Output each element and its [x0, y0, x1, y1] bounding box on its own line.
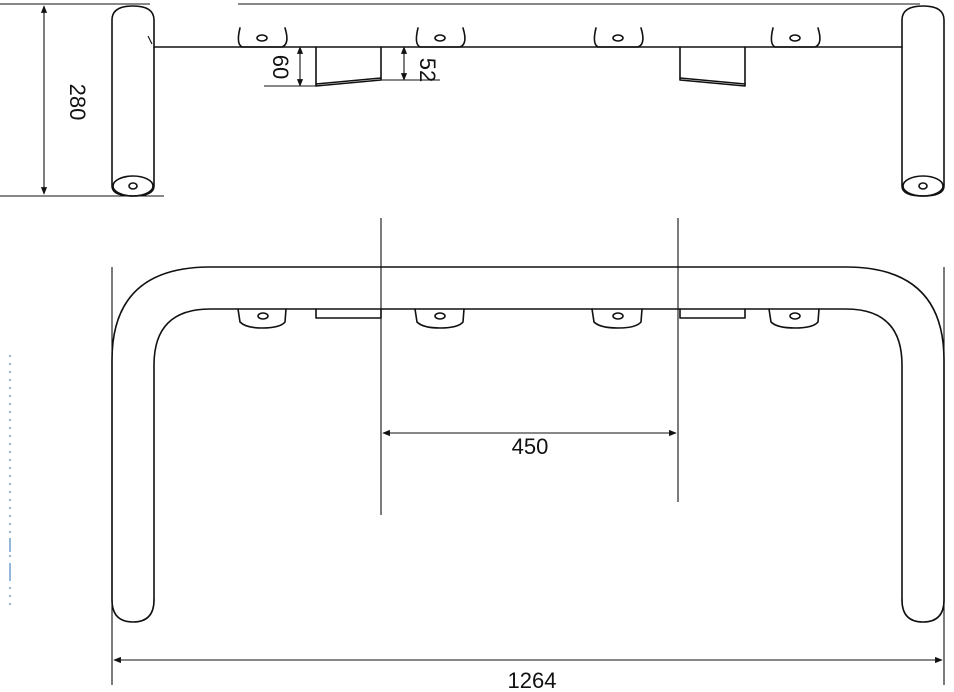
tube-outer-edge [111, 266, 945, 601]
lug-4 [770, 27, 821, 48]
lug-2 [415, 27, 466, 48]
plan-bracket-left [315, 308, 382, 319]
lug-3 [593, 27, 644, 48]
plan-view [9, 218, 945, 685]
dim-52-label: 52 [415, 58, 440, 82]
left-tube-end [111, 599, 155, 623]
right-bracket-bottom [679, 77, 746, 85]
plan-lug-1 [237, 308, 287, 329]
side-view [0, 3, 945, 197]
left-post-hole [128, 182, 138, 190]
dim-1264-label: 1264 [508, 668, 557, 692]
right-post-hole [918, 182, 928, 190]
tube-inner-edge [153, 308, 903, 601]
plan-lug-4 [768, 308, 820, 329]
left-bracket-bottom [315, 77, 382, 85]
right-post [901, 5, 945, 197]
dim-60-label: 60 [268, 55, 293, 79]
plan-bracket-right [679, 308, 746, 319]
plan-lug-3 [591, 308, 643, 329]
crossbar-mark [147, 35, 153, 45]
left-post [111, 5, 155, 197]
dim-280-label: 280 [65, 84, 90, 121]
right-post-end [902, 175, 944, 197]
left-post-end [112, 175, 154, 197]
dim-450-label: 450 [512, 434, 549, 459]
left-bracket-side [315, 46, 382, 87]
right-bracket-side [679, 46, 746, 87]
plan-lug-2 [414, 308, 465, 329]
right-tube-end [901, 599, 945, 623]
lug-1 [237, 27, 288, 48]
